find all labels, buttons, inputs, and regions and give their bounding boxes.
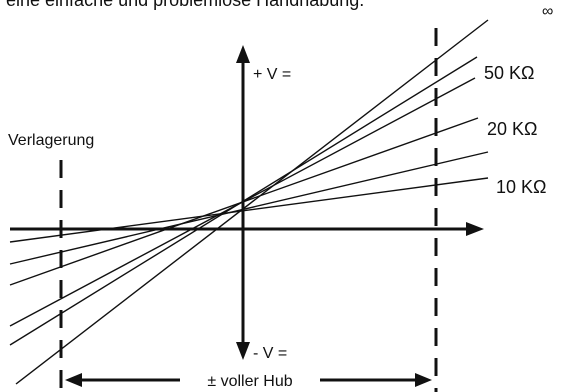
minus-voltage-label: - V =	[253, 345, 287, 362]
curve-10k-upper	[9, 151, 489, 265]
plus-voltage-label: + V =	[253, 66, 291, 83]
full-stroke-arrowhead-right	[415, 373, 432, 387]
load-curves	[9, 19, 489, 385]
curve-20k	[9, 117, 479, 286]
label-10k: 10 KΩ	[496, 177, 546, 197]
infinity-label: ∞	[542, 3, 553, 20]
horizontal-axis-arrowhead	[466, 222, 484, 236]
label-20k: 20 KΩ	[487, 119, 537, 139]
label-50k: 50 KΩ	[484, 63, 534, 83]
curve-infinity	[15, 19, 489, 385]
full-stroke-arrowhead-left	[65, 373, 82, 387]
full-stroke-label: ± voller Hub	[207, 373, 292, 390]
displacement-label: Verlagerung	[8, 132, 94, 149]
curve-10k	[9, 177, 489, 243]
header-text: eine einfache und problemlose Handhabung…	[6, 0, 364, 10]
vertical-axis-arrowhead-down	[236, 342, 250, 360]
vertical-axis-arrowhead-up	[236, 45, 250, 63]
